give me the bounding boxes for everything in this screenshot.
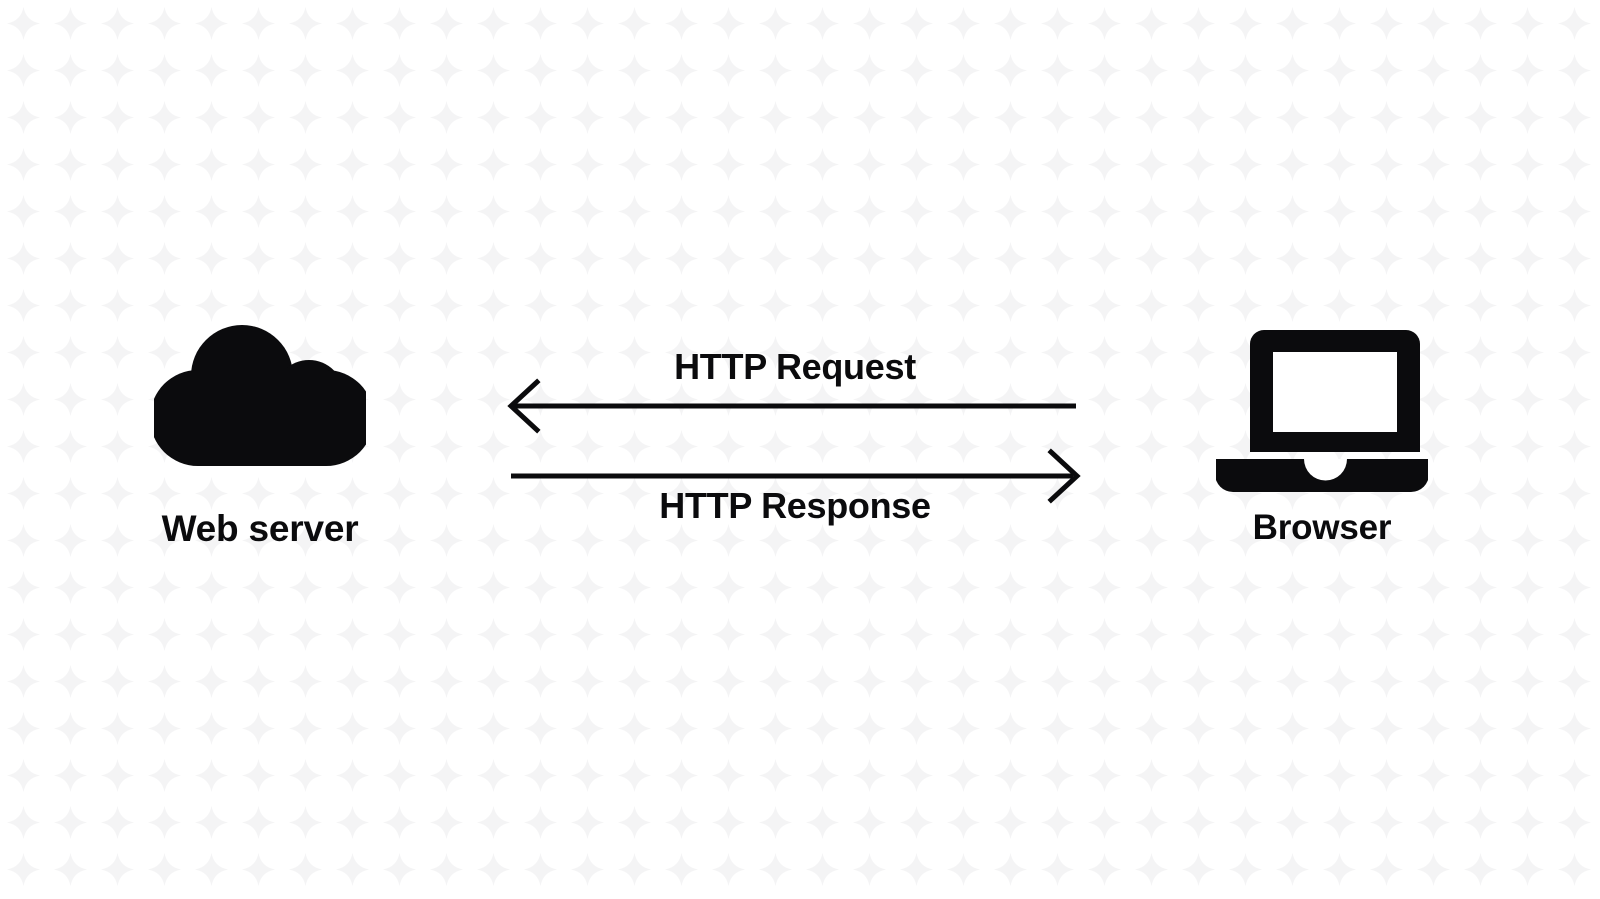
node-web-server[interactable]: Web server <box>110 318 410 550</box>
node-browser[interactable]: Browser <box>1172 318 1472 548</box>
flow-group: HTTP Request HTTP Response <box>495 340 1095 540</box>
node-label-browser: Browser <box>1252 508 1392 547</box>
laptop-icon <box>1216 330 1428 492</box>
flow-label-http-response: HTTP Response <box>659 485 931 526</box>
http-response-arrowhead <box>1047 448 1081 504</box>
flow-arrows <box>507 378 1081 504</box>
cloud-icon <box>154 325 366 466</box>
node-label-web-server: Web server <box>161 508 359 549</box>
http-request-arrowhead <box>507 378 541 434</box>
flow-label-http-request: HTTP Request <box>674 346 916 387</box>
